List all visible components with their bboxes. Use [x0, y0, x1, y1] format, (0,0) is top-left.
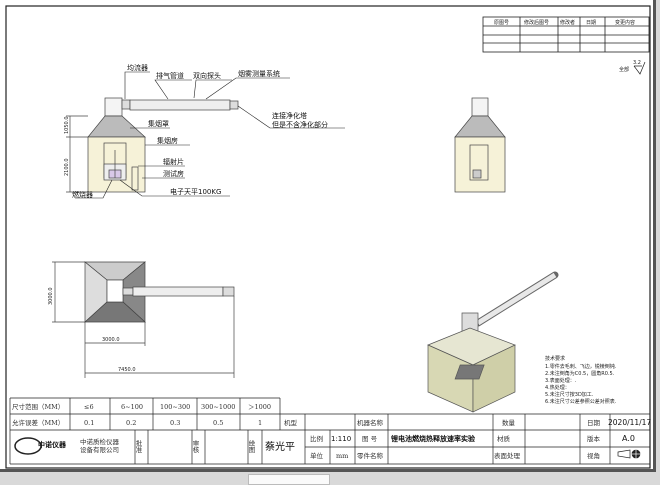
scale-label: 比例 [310, 434, 323, 443]
tech-req-item: 6.未注尺寸公差参照公差对照表. [545, 398, 617, 405]
tolerance-label: 允许误差（MM） [12, 418, 64, 427]
scale-value: 1:110 [331, 435, 351, 443]
company-logo: 中诺仪器 [14, 437, 67, 455]
dim-room-height: 2100.0 [64, 159, 70, 177]
roughness-symbol-icon [633, 61, 646, 75]
rev-header-orig: 原图号 [494, 20, 509, 26]
callout-burner: 燃烧器 [72, 190, 93, 199]
model-label: 机型 [284, 418, 298, 427]
callout-exhaust-duct: 排气管道 [156, 71, 184, 80]
engineering-drawing: 原图号 修改后图号 修改者 日期 变更内容 全部 3.2 1050.0 2100… [5, 5, 651, 469]
drawing-sheet: 原图号 修改后图号 修改者 日期 变更内容 全部 3.2 1050.0 2100… [0, 0, 656, 472]
callout-connect-line1: 连接净化塔 [272, 111, 307, 120]
machine-name-label: 机器名称 [357, 418, 384, 427]
callout-connect-line2: 但是不含净化部分 [272, 120, 328, 129]
quantity-label: 数量 [502, 418, 516, 427]
unit-value: mm [336, 452, 348, 460]
date-label: 日期 [587, 419, 601, 427]
projection-symbol-icon [617, 449, 641, 459]
company-line1: 中诺质检仪器 [80, 437, 120, 446]
callout-bidirectional-probe: 双向探头 [193, 71, 221, 80]
surface-finish-label: 全部 [619, 66, 629, 73]
size-range-cell: 100~300 [160, 403, 190, 411]
tolerance-cell: 1 [258, 419, 262, 427]
tech-req-item: 2.未注倒角为C0.5，圆角R0.5. [545, 370, 615, 377]
title-block [9, 397, 650, 465]
dim-plan-depth: 3000.0 [48, 288, 54, 306]
callout-hood: 集烟罩 [148, 119, 169, 128]
revision-table [482, 16, 650, 53]
dim-hood-height: 1050.0 [64, 117, 70, 135]
drawing-frame [5, 5, 651, 469]
rev-header-content: 变更内容 [615, 19, 635, 26]
rev-header-modifier: 修改者 [560, 19, 575, 26]
version-value: A.0 [622, 434, 635, 443]
drawn-label: 绘图 [247, 439, 255, 455]
callout-leaders [75, 71, 345, 199]
size-range-label: 尺寸范围（MM） [12, 402, 64, 411]
tech-req-item: 4.热处理： [545, 384, 570, 391]
dim-plan-width: 3000.0 [102, 337, 120, 343]
size-range-cell: 300~1000 [201, 403, 235, 411]
callout-flow-equalizer: 均流器 [127, 63, 148, 72]
isometric-view [427, 271, 559, 413]
callout-test-room: 测试房 [163, 169, 184, 178]
rev-header-date: 日期 [586, 20, 596, 26]
front-view [66, 97, 239, 193]
unit-label: 单位 [310, 451, 324, 460]
callout-radiator: 辐射片 [163, 157, 184, 166]
size-range-cell: ≤6 [84, 403, 94, 411]
tech-req-item: 3.表面处理：. [545, 377, 577, 384]
date-value: 2020/11/17 [608, 418, 651, 427]
size-range-cell: 6~100 [121, 403, 143, 411]
tolerance-cell: 0.2 [126, 419, 136, 427]
size-range-cell: ＞1000 [248, 403, 271, 411]
plan-view [52, 261, 235, 378]
surface-label: 表面处理 [494, 451, 521, 460]
bottom-scrollbar[interactable] [248, 474, 330, 485]
part-name-label: 零件名称 [357, 451, 384, 460]
material-label: 材质 [497, 434, 511, 443]
dim-overall-length: 7450.0 [118, 367, 136, 373]
tech-req-item: 5.未注尺寸按3D加工. [545, 391, 594, 398]
tolerance-cell: 0.1 [84, 419, 94, 427]
rev-header-new: 修改后图号 [524, 19, 549, 26]
logo-text: 中诺仪器 [38, 440, 67, 449]
tech-req-title: 技术要求 [545, 355, 565, 362]
surface-finish-value: 3.2 [633, 60, 641, 66]
company-line2: 设备有限公司 [80, 445, 119, 454]
view-label: 视角 [587, 451, 600, 460]
callout-balance: 电子天平100KG [170, 187, 221, 196]
callout-smoke-room: 集烟房 [157, 136, 178, 145]
approve-label: 批准 [134, 439, 142, 455]
review-label: 审核 [191, 439, 199, 455]
version-label: 版本 [587, 434, 601, 443]
drawn-by: 蔡光平 [265, 440, 295, 453]
tolerance-cell: 0.5 [213, 419, 223, 427]
drawing-title: 锂电池燃烧热释放速率实验 [391, 434, 476, 443]
side-view [454, 97, 506, 193]
tolerance-cell: 0.3 [170, 419, 180, 427]
tech-req-item: 1.零件去毛刺、飞边，锐棱倒钝. [545, 363, 617, 370]
drawing-no-label: 图 号 [362, 435, 378, 443]
callout-smoke-system: 烟雾测量系统 [238, 69, 280, 78]
